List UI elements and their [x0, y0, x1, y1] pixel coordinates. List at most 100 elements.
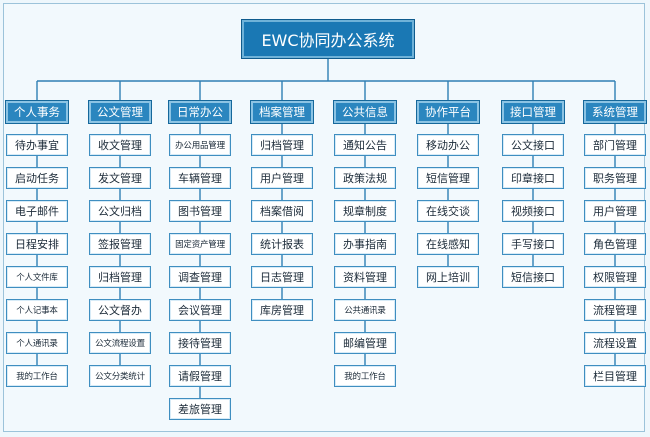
- leaf-node-system: 部门管理: [584, 134, 646, 156]
- leaf-node-public: 公共通讯录: [334, 299, 396, 321]
- leaf-node-label: 角色管理: [593, 238, 637, 251]
- category-header-label: 档案管理: [259, 105, 305, 119]
- leaf-node-daily: 办公用品管理: [169, 134, 231, 156]
- leaf-node-label: 固定资产管理: [175, 240, 225, 250]
- leaf-node-collab: 网上培训: [417, 266, 479, 288]
- leaf-node-personal: 个人记事本: [6, 299, 68, 321]
- category-header-interface: 接口管理: [502, 101, 564, 123]
- leaf-node-label: 签报管理: [98, 238, 142, 251]
- leaf-node-archive: 统计报表: [251, 233, 313, 255]
- leaf-node-personal: 日程安排: [6, 233, 68, 255]
- leaf-node-label: 归档管理: [260, 139, 304, 152]
- leaf-node-collab: 在线感知: [417, 233, 479, 255]
- leaf-node-label: 公文接口: [511, 139, 555, 152]
- leaf-node-label: 权限管理: [593, 271, 637, 284]
- leaf-node-label: 电子邮件: [15, 205, 59, 218]
- leaf-node-label: 规章制度: [343, 205, 387, 218]
- leaf-node-public: 我的工作台: [334, 365, 396, 387]
- category-header-document: 公文管理: [89, 101, 151, 123]
- leaf-node-public: 政策法规: [334, 167, 396, 189]
- leaf-node-label: 印章接口: [511, 172, 555, 185]
- leaf-node-personal: 我的工作台: [6, 365, 68, 387]
- leaf-node-label: 政策法规: [343, 172, 387, 185]
- category-header-label: 公共信息: [342, 105, 388, 119]
- root-node: EWC协同办公系统: [242, 20, 414, 58]
- leaf-node-label: 待办事宜: [15, 139, 59, 152]
- leaf-node-system: 职务管理: [584, 167, 646, 189]
- leaf-node-label: 收文管理: [98, 139, 142, 152]
- leaf-node-public: 办事指南: [334, 233, 396, 255]
- leaf-node-document: 公文督办: [89, 299, 151, 321]
- leaf-node-label: 发文管理: [98, 172, 142, 185]
- category-header-public: 公共信息: [334, 101, 396, 123]
- leaf-node-label: 会议管理: [178, 304, 222, 317]
- leaf-node-label: 调查管理: [178, 271, 222, 284]
- leaf-node-collab: 在线交谈: [417, 200, 479, 222]
- leaf-node-label: 接待管理: [178, 337, 222, 350]
- leaf-node-label: 库房管理: [260, 304, 304, 317]
- category-header-label: 日常办公: [177, 105, 223, 119]
- leaf-node-public: 规章制度: [334, 200, 396, 222]
- leaf-node-label: 差旅管理: [178, 403, 222, 416]
- category-header-personal: 个人事务: [6, 101, 68, 123]
- leaf-node-system: 栏目管理: [584, 365, 646, 387]
- leaf-node-label: 移动办公: [426, 139, 470, 152]
- leaf-node-document: 发文管理: [89, 167, 151, 189]
- leaf-node-public: 邮编管理: [334, 332, 396, 354]
- leaf-node-interface: 手写接口: [502, 233, 564, 255]
- leaf-node-label: 归档管理: [98, 271, 142, 284]
- category-header-archive: 档案管理: [251, 101, 313, 123]
- leaf-node-collab: 移动办公: [417, 134, 479, 156]
- leaf-node-label: 公文流程设置: [95, 339, 145, 349]
- leaf-node-daily: 请假管理: [169, 365, 231, 387]
- leaf-node-personal: 启动任务: [6, 167, 68, 189]
- leaf-node-label: 公共通讯录: [344, 306, 386, 316]
- leaf-node-label: 公文督办: [98, 304, 142, 317]
- leaf-node-label: 网上培训: [426, 271, 470, 284]
- leaf-node-label: 在线交谈: [426, 205, 470, 218]
- category-header-system: 系统管理: [584, 101, 646, 123]
- leaf-node-archive: 档案借阅: [251, 200, 313, 222]
- leaf-node-public: 资料管理: [334, 266, 396, 288]
- leaf-node-label: 职务管理: [593, 172, 637, 185]
- leaf-node-label: 公文分类统计: [95, 372, 145, 382]
- leaf-node-system: 角色管理: [584, 233, 646, 255]
- leaf-node-label: 启动任务: [15, 172, 59, 185]
- leaf-node-label: 请假管理: [178, 370, 222, 383]
- leaf-node-personal: 个人通讯录: [6, 332, 68, 354]
- leaf-node-label: 手写接口: [511, 238, 555, 251]
- leaf-node-label: 办事指南: [343, 238, 387, 251]
- category-header-label: 个人事务: [14, 105, 60, 119]
- leaf-node-label: 日程安排: [15, 238, 59, 251]
- leaf-node-document: 签报管理: [89, 233, 151, 255]
- leaf-node-label: 个人文件库: [16, 273, 58, 283]
- leaf-node-archive: 用户管理: [251, 167, 313, 189]
- leaf-node-document: 公文分类统计: [89, 365, 151, 387]
- leaf-node-daily: 接待管理: [169, 332, 231, 354]
- leaf-node-archive: 日志管理: [251, 266, 313, 288]
- root-label: EWC协同办公系统: [261, 31, 395, 50]
- leaf-node-label: 档案借阅: [260, 205, 304, 218]
- leaf-node-daily: 图书管理: [169, 200, 231, 222]
- category-header-label: 公文管理: [97, 105, 143, 119]
- leaf-node-daily: 固定资产管理: [169, 233, 231, 255]
- leaf-node-label: 短信管理: [426, 172, 470, 185]
- leaf-node-document: 收文管理: [89, 134, 151, 156]
- leaf-node-document: 公文归档: [89, 200, 151, 222]
- leaf-node-system: 流程管理: [584, 299, 646, 321]
- leaf-node-label: 个人通讯录: [16, 339, 58, 349]
- leaf-node-label: 流程设置: [593, 337, 637, 350]
- leaf-node-label: 通知公告: [343, 139, 387, 152]
- leaf-node-daily: 差旅管理: [169, 398, 231, 420]
- leaf-node-interface: 印章接口: [502, 167, 564, 189]
- leaf-node-label: 办公用品管理: [175, 141, 225, 151]
- leaf-node-label: 日志管理: [260, 271, 304, 284]
- leaf-node-label: 个人记事本: [16, 306, 58, 316]
- category-header-label: 系统管理: [592, 105, 638, 119]
- leaf-node-daily: 调查管理: [169, 266, 231, 288]
- leaf-node-label: 流程管理: [593, 304, 637, 317]
- leaf-node-label: 邮编管理: [343, 337, 387, 350]
- leaf-node-interface: 公文接口: [502, 134, 564, 156]
- leaf-node-label: 在线感知: [426, 238, 470, 251]
- leaf-node-system: 用户管理: [584, 200, 646, 222]
